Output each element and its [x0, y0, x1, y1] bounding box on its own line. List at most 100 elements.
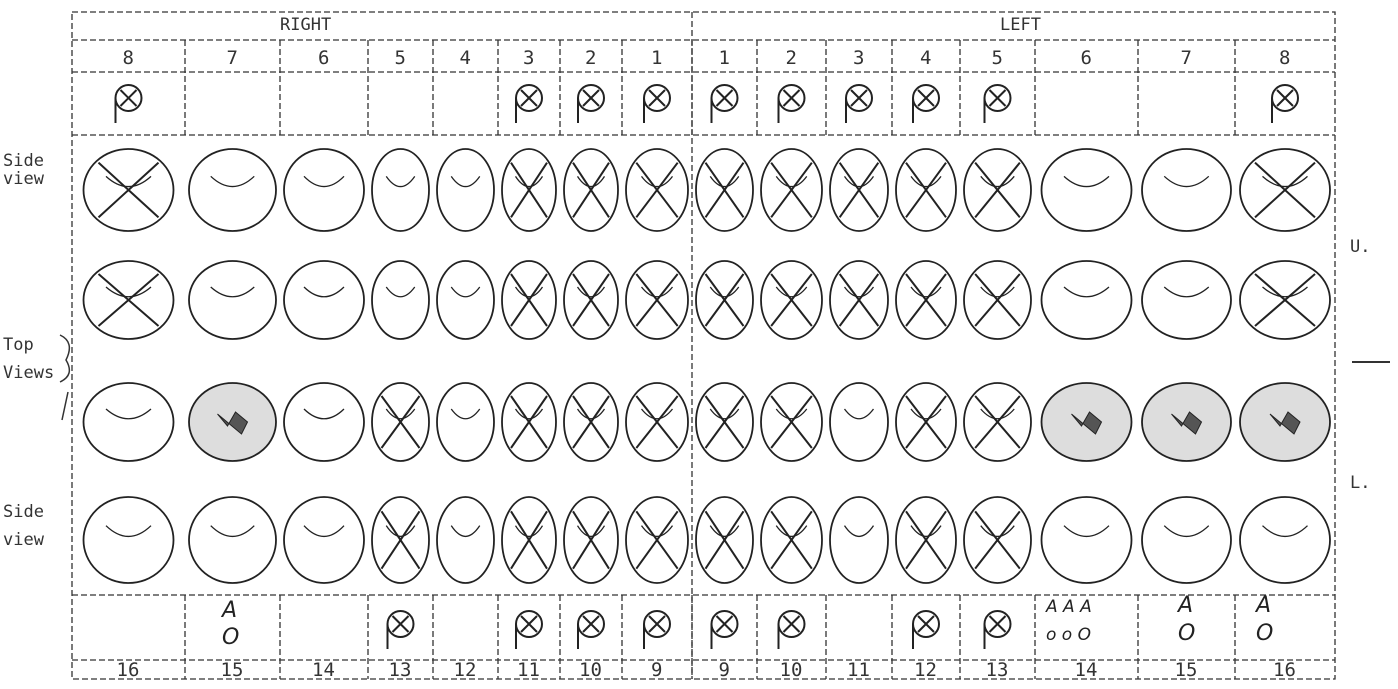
- tooth-groove: [1064, 176, 1109, 186]
- tooth-groove: [710, 176, 739, 186]
- lower-tooth-number: 10: [780, 659, 803, 681]
- lower-top-tooth: [84, 383, 174, 461]
- note-15b-a: A: [1176, 593, 1193, 618]
- lower-tooth-number: 11: [517, 659, 540, 681]
- tooth-groove: [642, 409, 673, 419]
- row-labels: Side view Top Views Side view U. L.: [3, 151, 1390, 550]
- tooth-groove: [1164, 526, 1209, 537]
- chart-headers: RIGHT LEFT: [280, 15, 1041, 35]
- upper-tooth-number: 7: [227, 47, 238, 69]
- lower-extraction-marks: [388, 611, 1011, 649]
- tooth-groove: [106, 526, 151, 537]
- tooth-groove: [911, 526, 941, 537]
- tooth-groove: [981, 526, 1015, 537]
- upper-tooth-number: 2: [786, 47, 797, 69]
- tooth-groove: [211, 287, 255, 297]
- tooth-groove: [911, 409, 941, 419]
- upper-side-tooth: [189, 149, 276, 231]
- tooth-groove: [911, 176, 941, 186]
- upper-tooth-number: 1: [719, 47, 730, 69]
- label-lower-side-2: view: [3, 530, 45, 550]
- tooth-groove: [776, 526, 807, 537]
- upper-tooth-number: 1: [651, 47, 662, 69]
- tooth-groove: [451, 176, 480, 186]
- tooth-groove: [304, 287, 344, 297]
- tooth-groove: [211, 526, 255, 537]
- lower-top-tooth: [830, 383, 888, 461]
- lower-notes: A O A A A o o O A O A O: [220, 593, 1273, 650]
- lower-top-tooth: [284, 383, 364, 461]
- tooth-groove: [516, 176, 543, 186]
- lower-side-tooth: [437, 497, 494, 583]
- lower-tooth-number: 13: [389, 659, 412, 681]
- upper-tooth-number: 6: [1081, 47, 1092, 69]
- tooth-groove: [304, 409, 344, 419]
- upper-side-tooth: [1142, 149, 1231, 231]
- tooth-groove: [776, 409, 807, 419]
- upper-tooth-number: 4: [920, 47, 931, 69]
- tooth-groove: [845, 176, 874, 186]
- tooth-groove: [1263, 176, 1308, 186]
- tooth-groove: [642, 526, 673, 537]
- tooth-groove: [106, 287, 151, 297]
- left-header: LEFT: [1000, 15, 1041, 35]
- note-15-o: O: [222, 625, 239, 650]
- upper-extraction-marks: [116, 85, 1299, 123]
- chart-grid: [72, 12, 1335, 679]
- upper-side-tooth: [1042, 149, 1132, 231]
- tooth-groove: [211, 176, 255, 186]
- tooth-groove: [578, 526, 605, 537]
- lower-side-tooth: [1142, 497, 1231, 583]
- tooth-groove: [776, 176, 807, 186]
- tooth-groove: [911, 287, 941, 297]
- tooth-groove: [578, 287, 605, 297]
- lower-tooth-number: 15: [221, 659, 244, 681]
- note-16-o: O: [1256, 621, 1273, 646]
- tooth-groove: [981, 287, 1015, 297]
- tooth-groove: [386, 526, 415, 537]
- note-15b-o: O: [1178, 621, 1195, 646]
- tooth-groove: [516, 409, 543, 419]
- upper-tooth-number: 8: [123, 47, 134, 69]
- upper-tooth-number: 5: [992, 47, 1003, 69]
- tooth-groove: [981, 409, 1015, 419]
- lower-tooth-number: 14: [312, 659, 335, 681]
- lower-tooth-number: 11: [847, 659, 870, 681]
- note-16-a: A: [1254, 593, 1271, 618]
- upper-top-tooth: [437, 261, 494, 339]
- upper-side-tooth: [372, 149, 429, 231]
- tooth-groove: [1164, 176, 1209, 186]
- note-15-a: A: [220, 598, 237, 623]
- tooth-groove: [386, 287, 415, 297]
- upper-tooth-number: 5: [395, 47, 406, 69]
- upper-top-tooth: [372, 261, 429, 339]
- lower-tooth-number: 12: [914, 659, 937, 681]
- lower-top-tooth: [437, 383, 494, 461]
- tooth-groove: [578, 409, 605, 419]
- upper-tooth-number: 6: [318, 47, 329, 69]
- tooth-groove: [106, 409, 151, 419]
- tooth-groove: [304, 526, 344, 537]
- tooth-groove: [710, 287, 739, 297]
- lower-side-tooth: [1042, 497, 1132, 583]
- tooth-groove: [845, 287, 874, 297]
- upper-tooth-number: 3: [853, 47, 864, 69]
- label-upper-jaw: U.: [1350, 237, 1370, 257]
- lower-side-tooth: [830, 497, 888, 583]
- label-top-2: Views: [3, 363, 54, 383]
- label-upper-side-2: view: [3, 169, 45, 189]
- tooth-groove: [1263, 526, 1308, 537]
- note-14-a: A A A: [1045, 597, 1092, 617]
- upper-top-tooth: [189, 261, 276, 339]
- lower-tooth-number: 14: [1075, 659, 1098, 681]
- upper-tooth-numbers: 8765432112345678: [123, 47, 1291, 69]
- tooth-groove: [710, 409, 739, 419]
- upper-top-tooth: [284, 261, 364, 339]
- label-top-1: Top: [3, 335, 34, 355]
- lower-tooth-number: 12: [454, 659, 477, 681]
- lower-side-tooth: [1240, 497, 1330, 583]
- lower-tooth-number: 16: [1273, 659, 1296, 681]
- upper-side-tooth: [284, 149, 364, 231]
